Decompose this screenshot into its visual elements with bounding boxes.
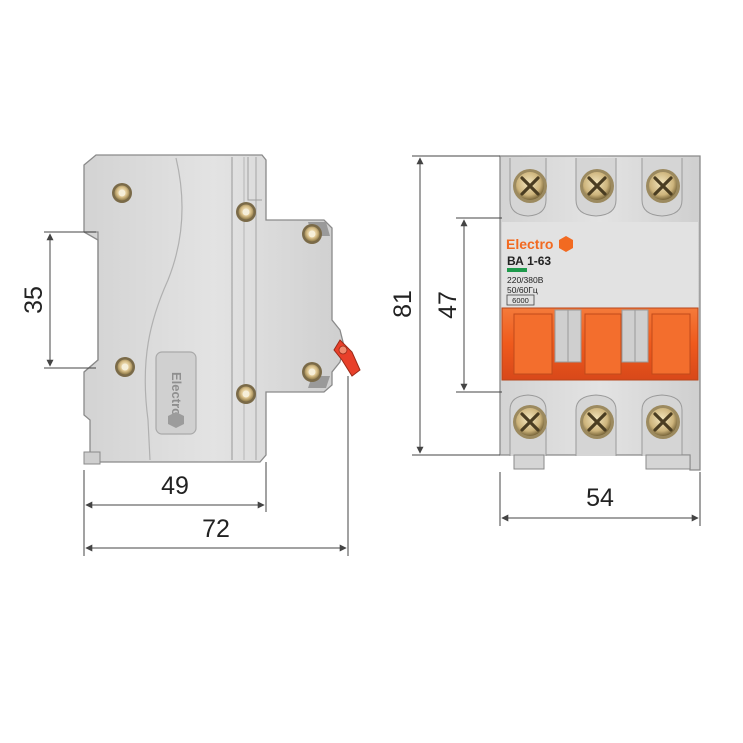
dimension-label: 47 [434,291,462,319]
terminal-screw-icon [646,405,680,439]
model-name: ВА 1-63 [507,254,551,268]
dimension-width: 54 [499,472,701,526]
dimension-front-window: 47 [434,217,502,393]
breaking-capacity-box [506,294,535,306]
housing-seam [144,157,183,461]
terminal-screw-icon [513,169,547,203]
dimension-label: 81 [389,290,417,318]
dimension-label: 35 [20,286,48,314]
brand-hex-icon [559,236,573,252]
rivet [236,202,256,222]
front-view: Electro ВА 1-63 220/380В 50/60Гц 6000 [389,155,701,526]
rail-clip [645,454,691,470]
model-color-bar [507,268,527,272]
side-clip-detail [247,157,262,201]
terminal-screw-icon [513,405,547,439]
label-area [502,222,698,308]
dimension-label: 72 [202,515,230,543]
dimension-total-height: 81 [389,155,500,456]
voltage-rating: 220/380В [507,275,544,285]
rivet [112,183,132,203]
rivet [302,362,322,382]
side-logo-hex-icon [168,412,184,428]
dimension-rail-depth: 35 [20,231,96,369]
rivet [302,224,322,244]
din-notch [83,231,99,373]
side-body [83,154,345,463]
rail-clip [83,451,101,465]
dimension-front-height: 49 [83,462,267,512]
handle [333,339,361,377]
rivet [236,384,256,404]
brand-logo: Electro [506,236,553,252]
rail-clip [513,454,545,470]
dimension-label: 49 [161,472,189,500]
terminal-screw-icon [646,169,680,203]
side-logo-plate [155,351,197,435]
breaking-capacity: 6000 [512,296,529,305]
side-logo-text: Electro [169,372,184,416]
dimension-total-depth: 72 [83,376,349,556]
side-view: Electro 35 49 72 [20,154,361,556]
handle-block [651,313,691,375]
rivet [115,357,135,377]
handle-block [513,309,582,375]
dimension-label: 54 [586,484,614,512]
frequency-rating: 50/60Гц [507,285,538,295]
terminal-screw-icon [580,169,614,203]
terminal-screw-icon [580,405,614,439]
